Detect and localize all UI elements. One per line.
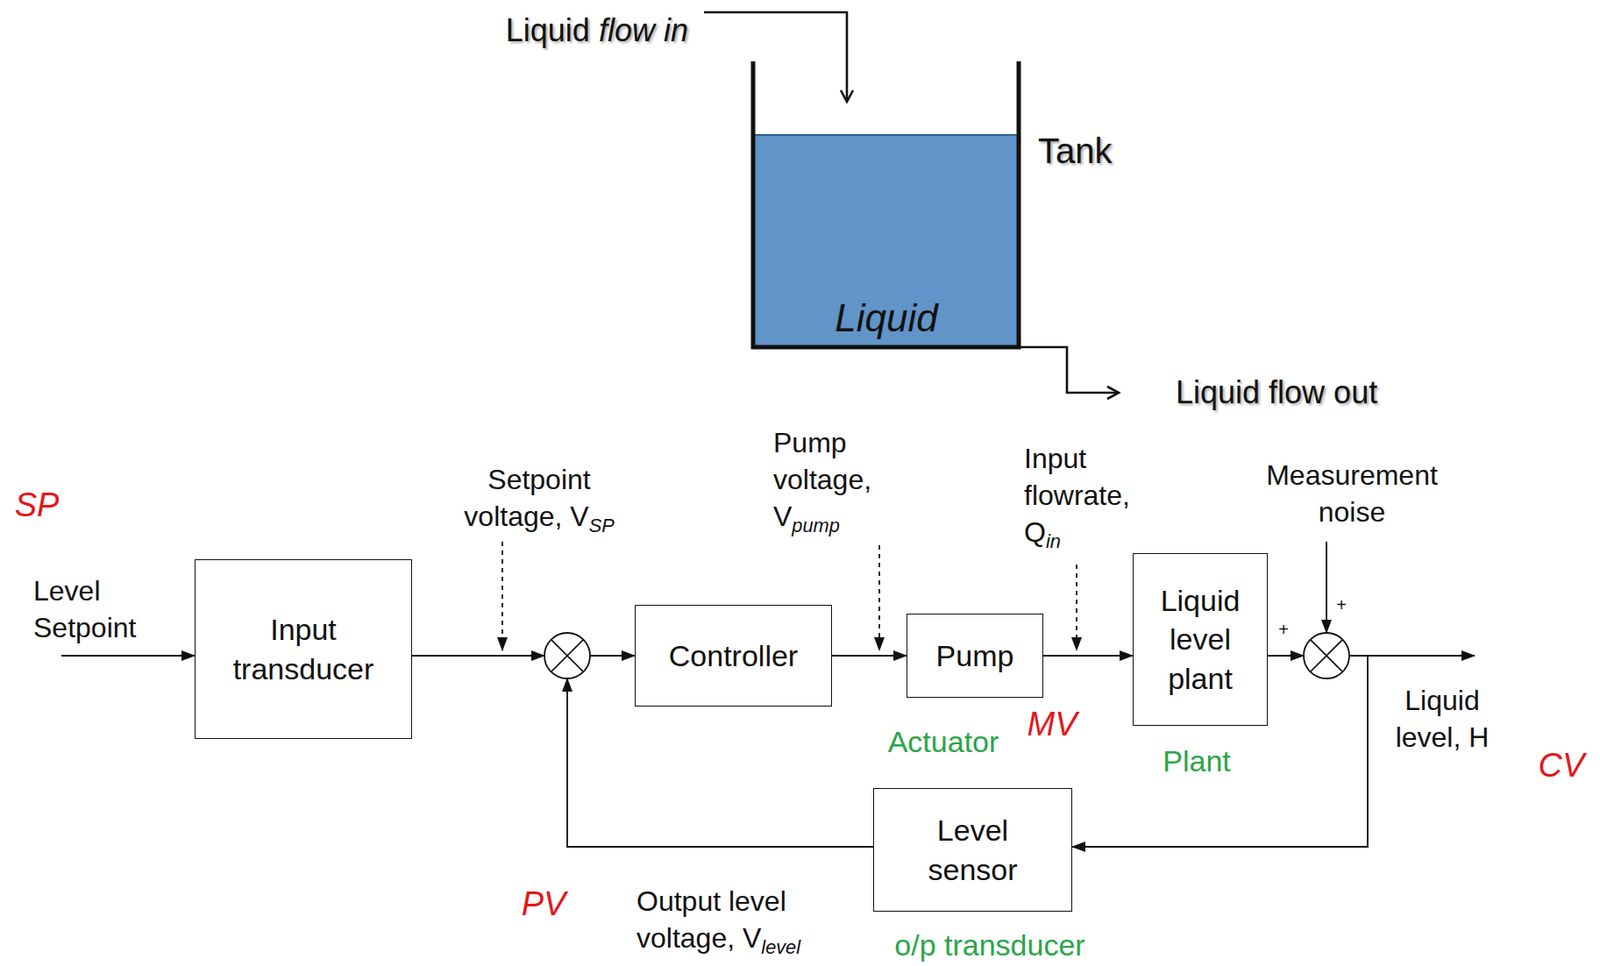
signal-label: MV bbox=[1027, 705, 1078, 743]
setpoint-voltage-wire bbox=[412, 654, 545, 657]
block-label: Liquid level plant bbox=[1145, 581, 1255, 698]
signal-label: Liquid flow out bbox=[1175, 374, 1378, 411]
signal-pointer bbox=[1075, 564, 1078, 651]
label-group: Level Setpoint bbox=[33, 572, 165, 647]
label-group: Output level voltage, Vlevel bbox=[636, 882, 856, 961]
summing-junction bbox=[544, 632, 591, 679]
label-group: Liquid bbox=[834, 292, 938, 344]
block-box: Controller bbox=[634, 604, 832, 707]
label-group: PV bbox=[521, 881, 567, 926]
block-label: Input transducer bbox=[215, 610, 392, 688]
label-group: Input flowrate, Qin bbox=[1024, 440, 1156, 555]
signal-label: Setpoint voltage, V bbox=[463, 463, 591, 533]
inflow-arrow bbox=[704, 12, 847, 102]
signal-connector bbox=[832, 654, 907, 657]
signal-label: Liquid bbox=[505, 12, 591, 49]
signal-pointer bbox=[501, 541, 504, 651]
block-label: Level sensor bbox=[907, 810, 1039, 889]
label-group: + bbox=[1278, 618, 1289, 641]
noise-arrow bbox=[1325, 541, 1328, 633]
label-group: Actuator bbox=[888, 722, 1000, 762]
outflow-arrow bbox=[1018, 347, 1119, 393]
signal-label: SP bbox=[14, 486, 60, 524]
junction-cross bbox=[551, 640, 584, 673]
signal-label: in bbox=[1045, 531, 1061, 554]
label-group: CV bbox=[1538, 743, 1586, 788]
signal-label: Liquid level, H bbox=[1395, 684, 1490, 754]
signal-label: Level Setpoint bbox=[33, 575, 136, 644]
label-group: Plant bbox=[1162, 741, 1231, 782]
summing-junction bbox=[1303, 632, 1350, 679]
signal-label: + bbox=[1278, 619, 1289, 640]
label-group: o/p transducer bbox=[894, 925, 1085, 966]
signal-label: level bbox=[760, 936, 801, 959]
label-group: Measurement noise bbox=[1246, 456, 1458, 531]
signal-label: SP bbox=[589, 514, 615, 537]
signal-label: flow in bbox=[598, 12, 689, 49]
signal-label: o/p transducer bbox=[894, 928, 1085, 962]
label-group: Setpoint voltage, VSP bbox=[451, 461, 627, 540]
signal-label: Liquid bbox=[834, 296, 938, 340]
error-wire bbox=[590, 654, 635, 657]
signal-label: CV bbox=[1538, 746, 1586, 784]
signal-pointer bbox=[878, 545, 881, 651]
label-group: Pump voltage, Vpump bbox=[773, 424, 895, 540]
signal-label: Measurement noise bbox=[1265, 459, 1438, 528]
signal-label: pump bbox=[791, 515, 840, 538]
signal-label: + bbox=[1336, 595, 1347, 615]
tank-wall bbox=[753, 61, 1019, 348]
liquid-fill bbox=[754, 135, 1017, 346]
signal-label: Actuator bbox=[888, 725, 1000, 759]
signal-label: Plant bbox=[1162, 744, 1231, 778]
label-group: Liquidflow in bbox=[505, 9, 689, 52]
signal-label: Input flowrate, Q bbox=[1024, 442, 1131, 548]
junction-cross bbox=[1310, 640, 1344, 673]
label-group: SP bbox=[14, 483, 60, 527]
block-label: Pump bbox=[936, 636, 1015, 676]
label-group: Tank bbox=[1038, 128, 1113, 175]
liquid-surface bbox=[754, 134, 1017, 136]
signal-connector bbox=[1043, 654, 1133, 657]
label-group: + bbox=[1336, 593, 1347, 617]
label-group: Liquid level, H bbox=[1380, 682, 1504, 756]
block-box: Level sensor bbox=[873, 788, 1073, 912]
block-label: Controller bbox=[668, 636, 798, 676]
block-box: Input transducer bbox=[194, 559, 413, 740]
label-group: MV bbox=[1027, 702, 1078, 747]
label-group: Liquid flow out bbox=[1175, 371, 1378, 414]
block-box: Pump bbox=[906, 613, 1044, 698]
signal-label: Tank bbox=[1038, 131, 1113, 171]
block-box: Liquid level plant bbox=[1132, 553, 1268, 726]
setpoint-input-wire bbox=[61, 654, 195, 657]
plant-output-wire bbox=[1267, 654, 1304, 657]
signal-label: PV bbox=[521, 885, 567, 923]
